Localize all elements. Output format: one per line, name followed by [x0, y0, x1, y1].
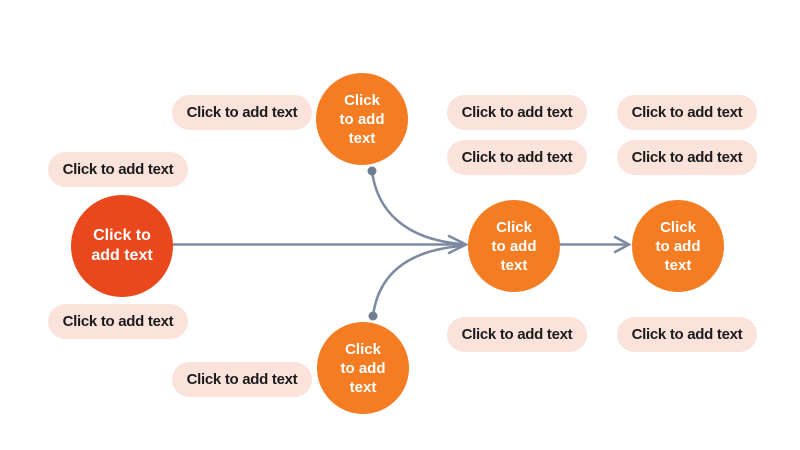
connector-dot-top-icon: [367, 166, 377, 176]
arrowhead-result-icon: [613, 235, 632, 254]
text-placeholder-bottom-left[interactable]: Click to add text: [172, 362, 312, 397]
node-merge-label: Click to add text: [491, 218, 537, 274]
placeholder-label: Click to add text: [186, 371, 298, 388]
text-placeholder-left-lower[interactable]: Click to add text: [48, 304, 188, 339]
text-placeholder-left-upper[interactable]: Click to add text: [48, 152, 188, 187]
text-placeholder-right-col1-bottom[interactable]: Click to add text: [447, 317, 587, 352]
placeholder-label: Click to add text: [631, 149, 743, 166]
text-placeholder-right-col2-row2[interactable]: Click to add text: [617, 140, 757, 175]
placeholder-label: Click to add text: [461, 326, 573, 343]
connector-top-merge: [370, 169, 463, 246]
placeholder-label: Click to add text: [631, 326, 743, 343]
text-placeholder-right-col2-row1[interactable]: Click to add text: [617, 95, 757, 130]
node-merge-circle[interactable]: Click to add text: [468, 200, 560, 292]
node-branch-bottom-circle[interactable]: Click to add text: [317, 322, 409, 414]
placeholder-label: Click to add text: [461, 104, 573, 121]
node-start-circle[interactable]: Click to add text: [71, 195, 173, 297]
node-branch-top-label: Click to add text: [339, 91, 385, 147]
placeholder-label: Click to add text: [461, 149, 573, 166]
text-placeholder-right-col1-row2[interactable]: Click to add text: [447, 140, 587, 175]
node-result-label: Click to add text: [655, 218, 701, 274]
node-result-circle[interactable]: Click to add text: [632, 200, 724, 292]
node-branch-bottom-label: Click to add text: [340, 340, 386, 396]
text-placeholder-right-col1-row1[interactable]: Click to add text: [447, 95, 587, 130]
placeholder-label: Click to add text: [631, 104, 743, 121]
text-placeholder-top-left[interactable]: Click to add text: [172, 95, 312, 130]
placeholder-label: Click to add text: [62, 313, 174, 330]
placeholder-label: Click to add text: [62, 161, 174, 178]
connector-bottom-merge: [371, 244, 463, 318]
node-start-label: Click to add text: [91, 227, 153, 264]
placeholder-label: Click to add text: [186, 104, 298, 121]
node-branch-top-circle[interactable]: Click to add text: [316, 73, 408, 165]
text-placeholder-right-col2-bottom[interactable]: Click to add text: [617, 317, 757, 352]
connector-dot-bottom-icon: [368, 311, 378, 321]
arrowhead-junction-icon: [447, 234, 469, 255]
